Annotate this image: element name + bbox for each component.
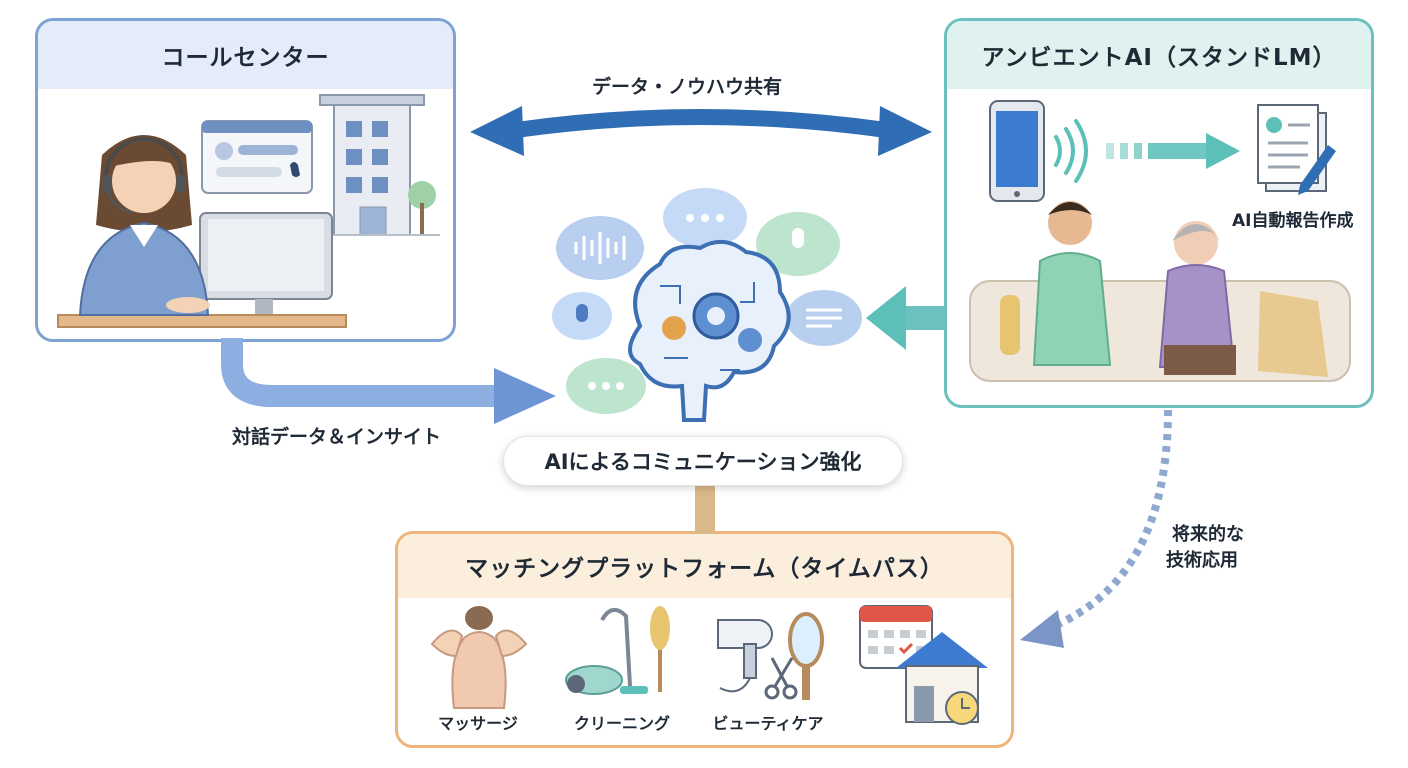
ai-communication-label: AIによるコミュニケーション強化 <box>503 436 903 486</box>
dialogue-data-arrow <box>221 338 556 424</box>
cleaning-icon <box>565 606 670 695</box>
ai-auto-report-label: AI自動報告作成 <box>1232 211 1354 231</box>
ambient-to-ai-arrow <box>866 286 946 350</box>
home-calendar-icon <box>859 605 988 725</box>
massage-icon <box>430 606 528 709</box>
monitor-icon <box>199 212 333 323</box>
brain-icon <box>628 240 791 422</box>
dialogue-label: 対話データ＆インサイト <box>232 426 442 448</box>
beauty-care-icon <box>717 612 824 700</box>
smartphone-icon <box>989 100 1045 202</box>
report-document-icon <box>1257 104 1336 195</box>
service-label-cleaning: クリーニング <box>573 714 670 733</box>
future-label-line1: 将来的な <box>1172 524 1244 545</box>
call-center-title: コールセンター <box>38 21 453 89</box>
share-label: データ・ノウハウ共有 <box>592 76 783 98</box>
signal-waves-icon <box>1054 119 1088 183</box>
future-dotted-arrow <box>1020 409 1172 648</box>
share-double-arrow <box>470 106 932 156</box>
service-label-beauty: ビューティケア <box>712 714 824 733</box>
building-icon <box>290 94 440 236</box>
flow-arrow-icon <box>1106 133 1240 169</box>
ambient-ai-title: アンビエントAI（スタンドLM） <box>947 21 1371 89</box>
ai-to-matching-connector <box>695 482 715 534</box>
ai-brain-illustration <box>552 188 862 422</box>
call-center-illustration <box>57 94 440 328</box>
chat-window-icon <box>201 120 313 194</box>
future-label-line2: 技術応用 <box>1166 550 1238 571</box>
matching-platform-title: マッチングプラットフォーム（タイムパス） <box>398 534 1011 598</box>
caregiver-and-elder-icon <box>969 201 1351 382</box>
operator-icon <box>78 135 210 316</box>
service-label-massage: マッサージ <box>438 714 518 733</box>
ambient-illustration <box>969 100 1351 382</box>
speech-bubbles-icon <box>552 188 862 414</box>
